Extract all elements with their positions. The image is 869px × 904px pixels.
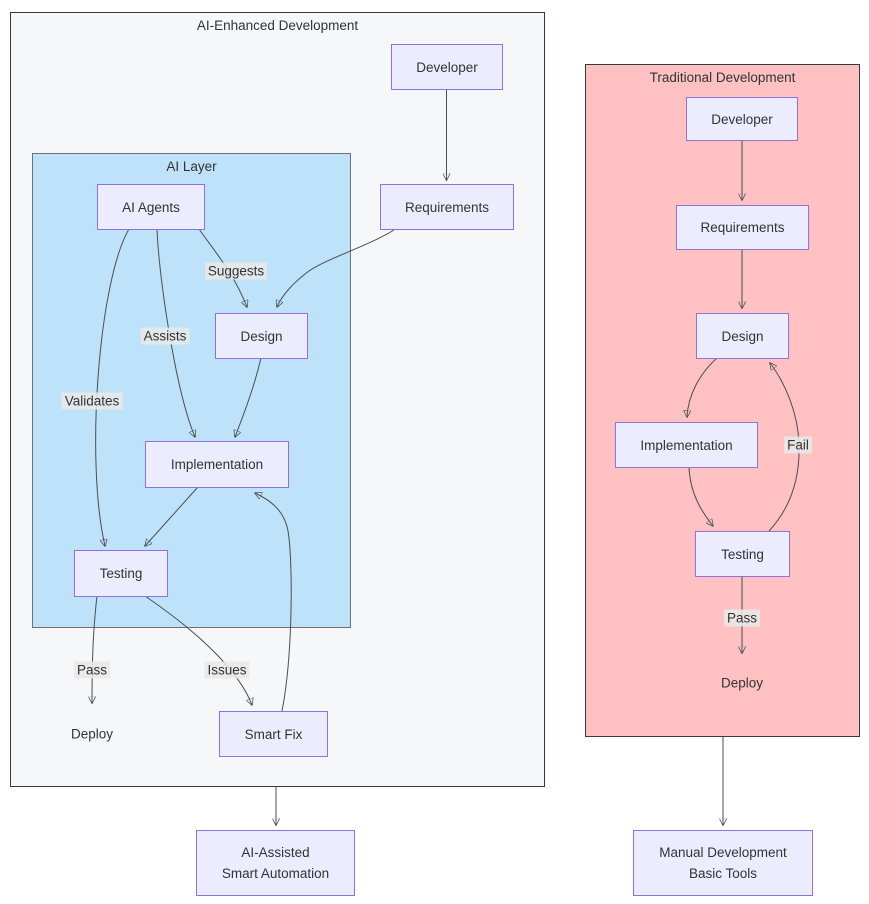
container-ai-layer-title: AI Layer [166,159,217,174]
node-right-design: Design [696,313,789,359]
node-right-deploy: Deploy [720,675,764,691]
container-traditional: Traditional Development [585,64,860,737]
node-left-outcome: AI-Assisted Smart Automation [196,830,355,896]
node-left-outcome-line1: AI-Assisted [241,845,310,860]
node-right-outcome-line1: Manual Development [659,845,787,860]
node-left-developer: Developer [391,44,503,90]
node-left-outcome-line2: Smart Automation [221,866,330,881]
container-traditional-title: Traditional Development [649,70,796,85]
node-right-outcome-line2: Basic Tools [688,866,758,881]
node-left-requirements: Requirements [380,184,514,230]
edge-label-pass-left: Pass [73,661,111,679]
node-right-outcome: Manual Development Basic Tools [633,830,813,896]
edge-label-pass-right: Pass [723,609,761,627]
node-left-implementation: Implementation [145,441,289,488]
node-right-testing: Testing [695,531,790,577]
node-right-requirements: Requirements [676,205,809,250]
node-smart-fix: Smart Fix [219,711,328,757]
node-left-testing: Testing [74,550,168,597]
container-ai-enhanced-title: AI-Enhanced Development [196,18,359,33]
node-left-deploy: Deploy [70,726,114,742]
edge-label-validates: Validates [61,392,123,410]
edge-label-assists: Assists [140,327,190,345]
node-right-implementation: Implementation [615,422,758,468]
edge-label-fail: Fail [784,436,812,454]
edge-label-suggests: Suggests [204,262,268,280]
edge-label-issues: Issues [204,661,250,679]
node-right-developer: Developer [686,97,798,141]
node-left-design: Design [215,313,308,359]
node-ai-agents: AI Agents [97,184,205,230]
